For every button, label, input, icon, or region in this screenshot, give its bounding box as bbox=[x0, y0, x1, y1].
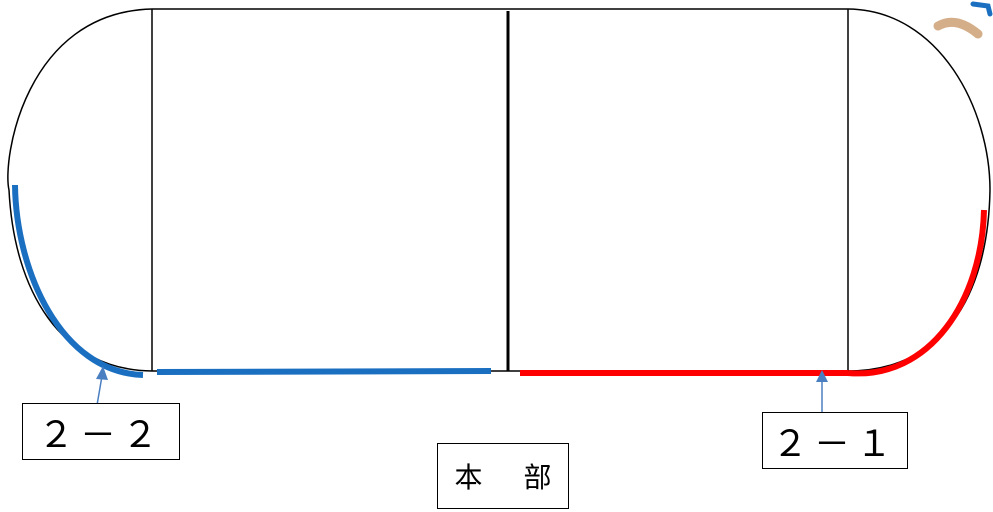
corner-decoration-tip bbox=[970, 1, 993, 17]
section-2-2-highlight bbox=[12, 184, 492, 378]
section-2-1-curve bbox=[847, 209, 987, 377]
track-outline bbox=[7, 8, 991, 372]
corner-decoration bbox=[933, 17, 983, 39]
track-right-curve bbox=[847, 8, 991, 372]
section-2-2-label: ２－２ bbox=[22, 403, 180, 460]
section-2-2-curve bbox=[12, 184, 144, 378]
arrowhead-icon bbox=[816, 370, 828, 382]
section-2-1-highlight bbox=[520, 209, 987, 377]
section-2-1-arrow bbox=[816, 370, 828, 413]
section-2-2-straight bbox=[156, 368, 492, 375]
headquarters-label: 本 部 bbox=[437, 443, 569, 509]
field-outline bbox=[151, 9, 849, 371]
section-2-1-label: ２－１ bbox=[762, 412, 908, 469]
arrowhead-icon bbox=[96, 366, 108, 380]
track-left-curve bbox=[7, 8, 153, 372]
